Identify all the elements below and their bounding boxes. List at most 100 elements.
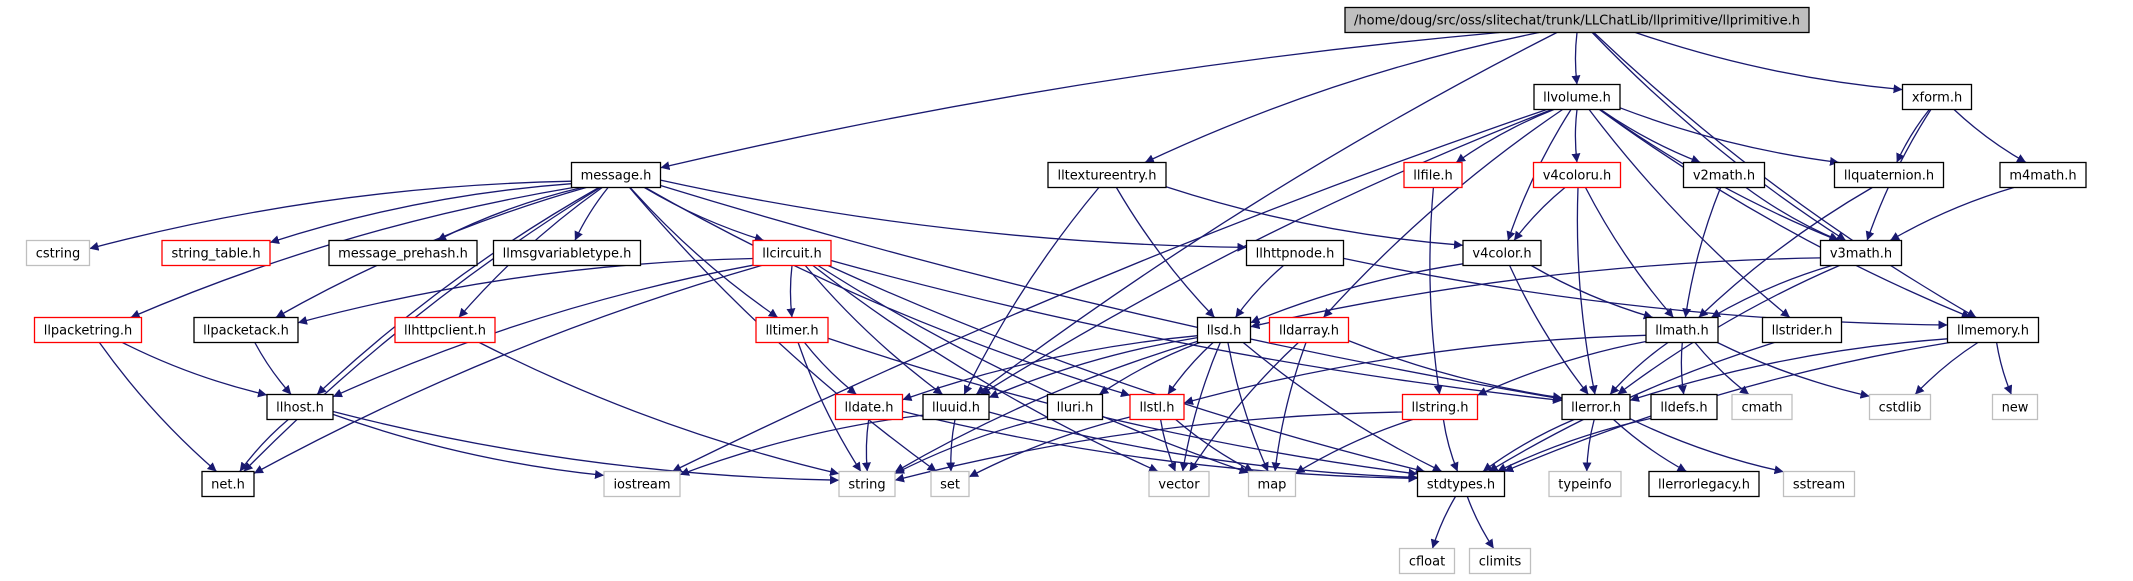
node-llvolume[interactable]: llvolume.h [1533, 83, 1621, 111]
node-llfile[interactable]: llfile.h [1403, 161, 1463, 189]
node-cstring[interactable]: cstring [25, 239, 91, 267]
node-stdtypes[interactable]: stdtypes.h [1416, 470, 1506, 498]
node-llhost[interactable]: llhost.h [266, 393, 334, 421]
node-v2math[interactable]: v2math.h [1682, 161, 1766, 189]
node-box [25, 239, 91, 267]
node-lltimer[interactable]: lltimer.h [755, 316, 829, 344]
edge-message-to-llhost [316, 186, 600, 395]
node-llmemory[interactable]: llmemory.h [1946, 316, 2040, 344]
node-box [1533, 83, 1621, 111]
node-net[interactable]: net.h [201, 470, 255, 498]
node-box [752, 239, 832, 267]
node-box [1868, 393, 1932, 421]
edge-llstl-to-map [1175, 419, 1254, 473]
node-message-prehash[interactable]: message_prehash.h [328, 239, 478, 267]
node-v4coloru[interactable]: v4coloru.h [1532, 161, 1622, 189]
node-llstring[interactable]: llstring.h [1401, 393, 1479, 421]
node-sstream[interactable]: sstream [1782, 470, 1856, 498]
edge [253, 264, 762, 474]
node-llpacketring[interactable]: llpacketring.h [33, 316, 143, 344]
node-label: lldate.h [845, 401, 894, 416]
node-llerror[interactable]: llerror.h [1561, 393, 1631, 421]
edge [239, 419, 289, 472]
edge-llstring-to-string [894, 411, 1403, 483]
edge-root-to-lluuid [975, 31, 1558, 396]
node-llhttpclient[interactable]: llhttpclient.h [394, 316, 496, 344]
edge [297, 257, 754, 325]
node-box [328, 239, 478, 267]
node-box [838, 470, 896, 498]
node-llpacketack[interactable]: llpacketack.h [193, 316, 299, 344]
node-label: climits [1479, 555, 1522, 570]
edge [1593, 32, 1977, 319]
node-set[interactable]: set [930, 470, 970, 498]
node-llsd[interactable]: llsd.h [1196, 316, 1252, 344]
edge-lltimer-to-stdtypes [827, 337, 1418, 478]
edge-llhost-to-string [332, 410, 840, 485]
node-llcircuit[interactable]: llcircuit.h [752, 239, 832, 267]
edge-root-to-llvolume [1571, 32, 1581, 85]
edge-lldate-to-stdtypes [902, 410, 1418, 483]
edge [1144, 31, 1540, 164]
node-box [1129, 393, 1185, 421]
node-llstl[interactable]: llstl.h [1129, 393, 1185, 421]
node-climits[interactable]: climits [1468, 547, 1532, 575]
node-vector[interactable]: vector [1148, 470, 1210, 498]
node-map[interactable]: map [1247, 470, 1297, 498]
node-label: v3math.h [1830, 247, 1892, 262]
node-box [1648, 470, 1760, 498]
node-m4math[interactable]: m4math.h [1999, 161, 2087, 189]
edge-llhost-to-iostream [332, 413, 605, 479]
node-llmsgvariabletype[interactable]: llmsgvariabletype.h [492, 239, 642, 267]
node-label: lluuid.h [932, 401, 980, 416]
node-root[interactable]: /home/doug/src/oss/slitechat/trunk/LLCha… [1344, 6, 1810, 34]
edge-llerror-to-sstream [1629, 418, 1784, 475]
node-cfloat[interactable]: cfloat [1398, 547, 1456, 575]
edge [988, 336, 1198, 399]
node-cmath[interactable]: cmath [1731, 393, 1793, 421]
node-lluuid[interactable]: lluuid.h [922, 393, 990, 421]
edge [1600, 108, 1701, 164]
node-xform[interactable]: xform.h [1901, 83, 1973, 111]
node-llmath[interactable]: llmath.h [1645, 316, 1719, 344]
edge-message-to-llerror [660, 184, 1563, 402]
edge-lluuid-to-set [946, 419, 956, 472]
node-lldefs[interactable]: lldefs.h [1650, 393, 1718, 421]
edge [894, 411, 1403, 483]
node-cstdlib[interactable]: cstdlib [1868, 393, 1932, 421]
node-llerrorlegacy[interactable]: llerrorlegacy.h [1648, 470, 1760, 498]
node-message[interactable]: message.h [570, 161, 662, 189]
edge-llsd-to-lldate [902, 335, 1198, 402]
edge [1098, 341, 1201, 396]
node-string[interactable]: string [838, 470, 896, 498]
edge [1591, 32, 1847, 242]
edge-message-to-string_table [269, 183, 572, 245]
node-label: cstdlib [1879, 401, 1922, 416]
node-lltextureentry[interactable]: lltextureentry.h [1047, 161, 1167, 189]
edge-v4color-to-llerror [1509, 265, 1589, 395]
node-typeinfo[interactable]: typeinfo [1548, 470, 1622, 498]
edge [332, 413, 605, 479]
edge-root-to-v3math [1591, 32, 1847, 242]
node-v4color[interactable]: v4color.h [1462, 239, 1542, 267]
node-llquaternion[interactable]: llquaternion.h [1833, 161, 1945, 189]
node-label: sstream [1793, 478, 1845, 493]
edge [1242, 342, 1443, 473]
node-lldate[interactable]: lldate.h [834, 393, 904, 421]
node-lldarray[interactable]: lldarray.h [1268, 316, 1350, 344]
edge-llcircuit-to-llhost [332, 264, 754, 398]
edge-llmath-to-llstring [1477, 340, 1647, 396]
edge [1496, 417, 1652, 473]
node-llstrider[interactable]: llstrider.h [1761, 316, 1843, 344]
edge-llmath-to-llstl [1183, 334, 1647, 405]
node-lluri[interactable]: lluri.h [1046, 393, 1104, 421]
edge-llhost-to-net [239, 419, 289, 472]
edge [1165, 186, 1464, 250]
node-string-table[interactable]: string_table.h [161, 239, 271, 267]
node-llhttpnode[interactable]: llhttpnode.h [1245, 239, 1345, 267]
edge-llerror-to-llerrorlegacy [1613, 419, 1687, 473]
node-iostream[interactable]: iostream [603, 470, 681, 498]
node-new[interactable]: new [1991, 393, 2039, 421]
node-v3math[interactable]: v3math.h [1819, 239, 1903, 267]
edge [804, 265, 944, 396]
